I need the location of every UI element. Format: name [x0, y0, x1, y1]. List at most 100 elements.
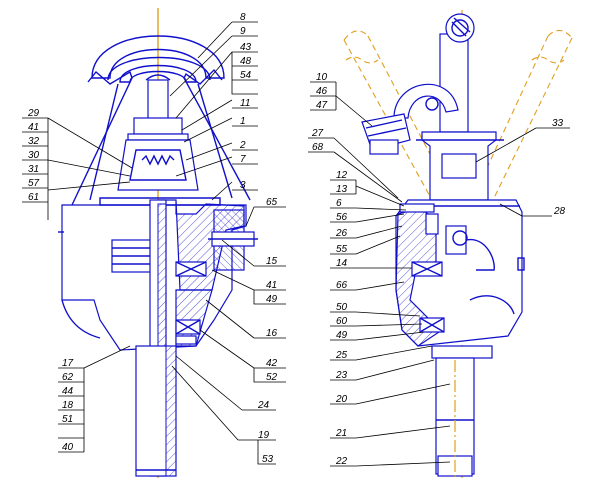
right-upper-bearing-x	[411, 261, 443, 277]
callout-number: 8	[240, 12, 246, 23]
callout-number: 7	[240, 154, 246, 165]
callout-number: 68	[312, 142, 324, 153]
right-gooseneck	[393, 83, 459, 119]
callout-number: 44	[62, 386, 74, 397]
callout-number: 42	[266, 358, 278, 369]
left-washer	[127, 133, 189, 141]
callout-number: 11	[240, 98, 250, 109]
leader-21	[355, 425, 451, 439]
left-seal	[175, 335, 197, 345]
right-top-eye-hatch2	[453, 17, 471, 33]
left-upper-bearing-x	[175, 261, 207, 277]
callout-number: 27	[311, 128, 324, 139]
left-bail-core	[119, 64, 197, 83]
leader-11	[181, 99, 233, 131]
leader-25	[355, 345, 433, 361]
rail-12-13	[330, 179, 357, 195]
leader-30	[47, 159, 131, 177]
callout-number: 25	[335, 350, 348, 361]
callout-number: 12	[336, 170, 348, 181]
left-callouts-top-right: 8 9 43 48 54 11 1 2 7 3 65 15 41 49 16 4…	[239, 12, 278, 465]
rail-10-46-47	[310, 81, 337, 111]
left-callouts-left-upper: 29 41 32 30 31 57 61	[27, 108, 40, 203]
callout-number: 33	[552, 118, 564, 129]
leader-15	[221, 239, 255, 267]
callout-number: 32	[28, 136, 40, 147]
callout-number: 41	[266, 280, 277, 291]
callout-number: 49	[266, 294, 278, 305]
callout-number: 22	[335, 456, 348, 467]
leader-12	[355, 185, 405, 207]
right-side-tab	[517, 257, 525, 271]
leader-16	[205, 299, 255, 339]
right-top-shaft	[439, 33, 469, 133]
right-top-eye	[445, 13, 475, 43]
leader-49r	[355, 331, 425, 341]
leader-33	[475, 127, 537, 163]
left-bail-inner	[107, 56, 211, 81]
leader-6	[355, 207, 407, 211]
callout-number: 31	[28, 164, 39, 175]
right-clamp-detail	[365, 119, 407, 137]
leader-20	[355, 383, 451, 405]
left-spring-coil	[141, 154, 175, 166]
left-view	[22, 8, 286, 478]
leader-26	[355, 225, 403, 239]
right-break-left	[345, 56, 379, 64]
rail-43-54-box	[231, 52, 258, 95]
right-window	[441, 153, 477, 179]
callout-number: 43	[240, 42, 252, 53]
leader-65	[245, 206, 255, 227]
callout-number: 54	[240, 70, 252, 81]
left-stem-cap	[145, 74, 171, 81]
right-top-eye-inner	[451, 19, 469, 37]
right-callouts-left-mid: 6 56 26 55 14 66 50 60 49 25 23 20 21 22	[335, 198, 348, 467]
callout-number: 65	[266, 197, 278, 208]
leader-50	[355, 311, 421, 317]
rail-42-52	[253, 367, 286, 383]
leader-28	[499, 203, 523, 217]
callout-number: 46	[316, 86, 328, 97]
leader-60	[355, 323, 423, 327]
left-cone-inner	[129, 149, 187, 181]
leader-56	[355, 213, 405, 223]
right-gooseneck-pin	[425, 97, 439, 111]
right-inner-ring	[425, 213, 439, 235]
right-lug-pin	[452, 230, 468, 246]
left-link-arm-left	[71, 70, 133, 206]
callout-number: 3	[240, 180, 246, 191]
leader-10	[335, 95, 373, 127]
right-callouts-right: 33 28	[552, 118, 566, 217]
callout-number: 61	[28, 192, 39, 203]
leader-3	[211, 181, 233, 201]
callout-number: 9	[240, 26, 246, 37]
callout-number: 47	[316, 100, 328, 111]
leader-2	[185, 142, 233, 161]
callout-number: 28	[553, 206, 566, 217]
callout-number: 13	[336, 184, 348, 195]
leader-27	[333, 137, 399, 199]
right-clamp-bolt	[369, 139, 399, 155]
callout-number: 1	[240, 116, 246, 127]
callout-number: 17	[62, 358, 74, 369]
right-neck	[431, 345, 493, 359]
callout-number: 62	[62, 372, 74, 383]
callout-number: 57	[28, 178, 40, 189]
callout-number: 23	[335, 370, 348, 381]
callout-number: 50	[336, 302, 348, 313]
callout-number: 51	[62, 414, 73, 425]
callout-number: 53	[262, 454, 274, 465]
leader-17	[83, 345, 131, 369]
callout-number: 14	[336, 258, 348, 269]
leader-7	[175, 156, 233, 177]
left-bail-outer	[91, 35, 225, 79]
leader-9	[169, 35, 233, 97]
callout-number: 18	[62, 400, 74, 411]
callout-number: 15	[266, 256, 278, 267]
rail-6-56-26-55	[330, 207, 356, 255]
left-link-inner-left	[89, 83, 119, 201]
right-lug-arm	[465, 239, 495, 271]
leader-23	[355, 359, 435, 381]
leader-29	[47, 117, 133, 169]
